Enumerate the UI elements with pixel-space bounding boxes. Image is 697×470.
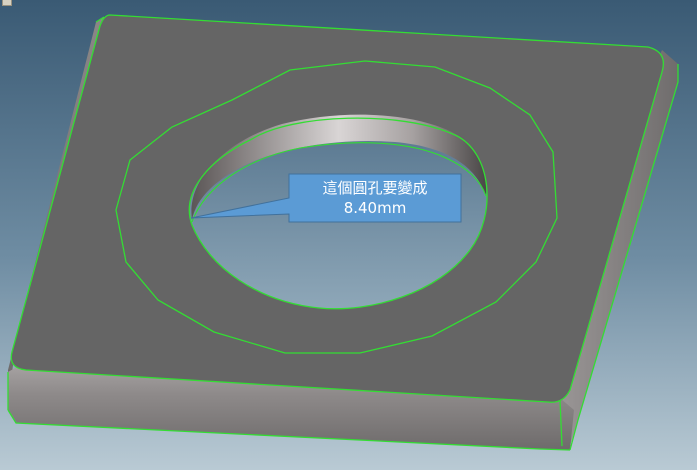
edge-corner-front-right — [559, 399, 563, 447]
view-cube-corner-icon[interactable] — [2, 0, 12, 6]
plate-front-side — [8, 364, 574, 450]
edge-top-outer — [10, 14, 665, 403]
edge-corner-top-left — [95, 16, 105, 23]
edge-right-bottom — [569, 64, 679, 451]
hole-bottom-edge — [191, 142, 487, 223]
plate-right-side — [560, 50, 678, 446]
hole-top-edge — [188, 117, 488, 310]
plate-top-face — [11, 15, 664, 403]
counterbore-ring-edge — [115, 60, 558, 354]
edge-front-bottom — [7, 409, 571, 451]
hole-inner-wall — [191, 114, 487, 220]
annotation-line-1: 這個圓孔要變成 — [322, 179, 428, 197]
annotation-callout-bubble — [190, 173, 462, 223]
annotation-line-2: 8.40mm — [343, 199, 407, 217]
annotation-callout-text: 這個圓孔要變成 8.40mm — [289, 174, 461, 222]
